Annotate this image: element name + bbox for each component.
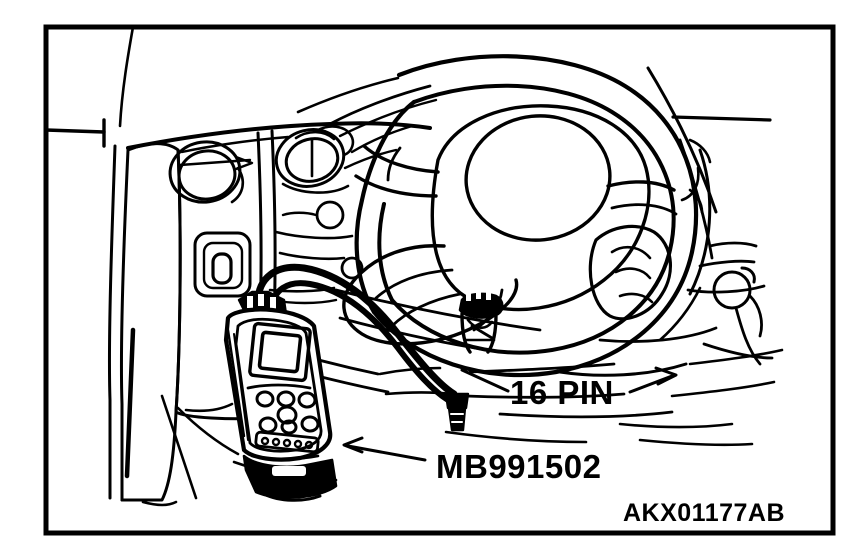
- part-number-label: MB991502: [436, 448, 601, 485]
- leader-line-connector: [460, 366, 678, 394]
- windshield-lines: [44, 25, 135, 148]
- illustration-artwork: [44, 25, 784, 507]
- right-pillar-trim: [646, 66, 772, 260]
- cable-plug: [444, 392, 470, 432]
- scan-tool-screen-bezel: [248, 321, 312, 383]
- side-vent-circles: [168, 140, 245, 204]
- connector-cable: [254, 263, 458, 403]
- leader-line-part: [342, 436, 427, 462]
- connector-label: 16 PIN: [510, 374, 614, 411]
- figure-code-label: AKX01177AB: [623, 499, 785, 527]
- scan-tool: [223, 290, 338, 502]
- steering-column: [558, 241, 774, 377]
- dash-upper-ridges: [296, 76, 438, 170]
- steering-wheel-hub: [430, 104, 651, 312]
- panel-switch: [193, 231, 252, 298]
- center-console: [268, 125, 364, 305]
- data-link-connector: [458, 290, 504, 354]
- figure-border: [43, 24, 836, 536]
- scan-tool-button-row: [254, 430, 320, 454]
- scan-tool-keypad: [255, 390, 320, 435]
- scan-tool-screen: [257, 330, 303, 374]
